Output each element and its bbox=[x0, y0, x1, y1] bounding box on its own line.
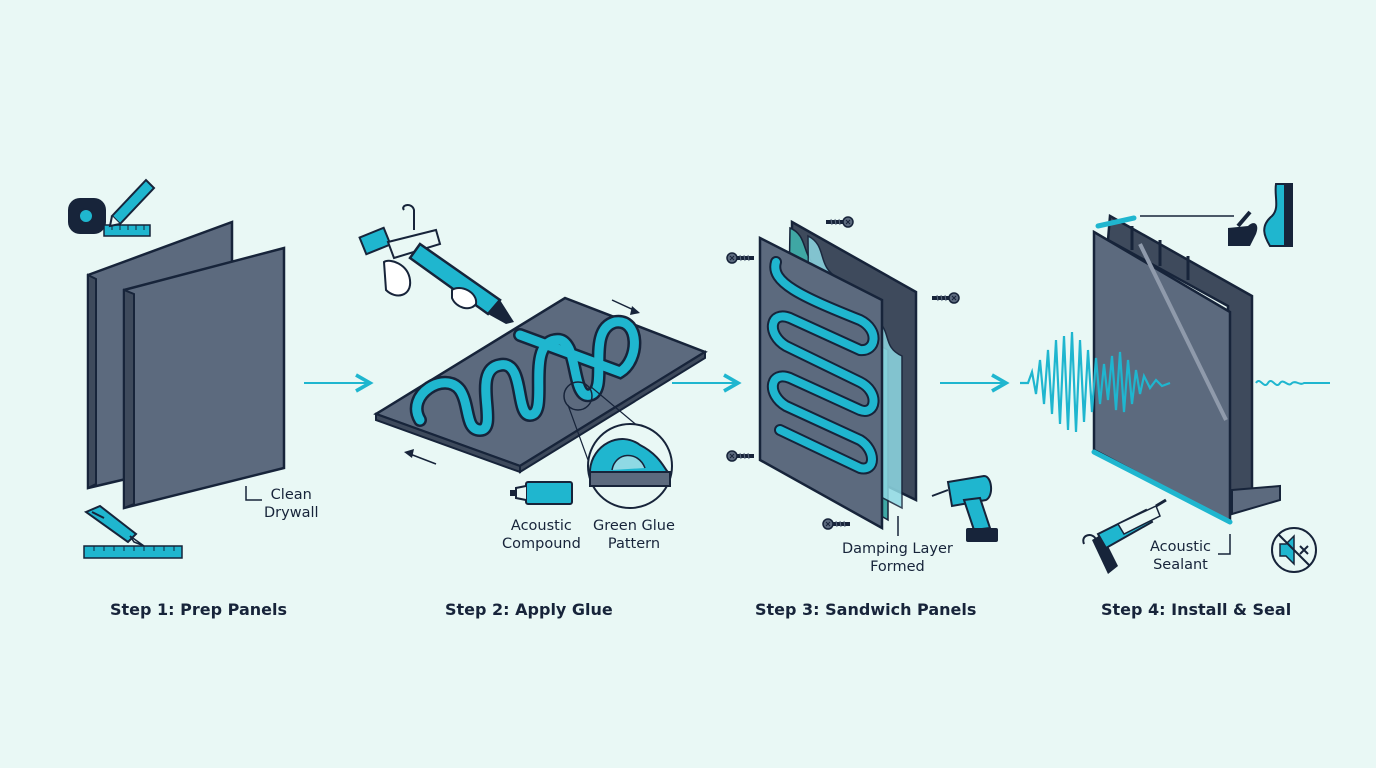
step4-title: Step 4: Install & Seal bbox=[1101, 600, 1292, 619]
mute-icon bbox=[1271, 527, 1317, 573]
sound-wave-icon bbox=[1020, 331, 1171, 433]
note-damping-layer: Damping Layer Formed bbox=[842, 541, 953, 575]
note-acoustic-compound: Acoustic Compound bbox=[502, 518, 581, 552]
note-acoustic-sealant: Acoustic Sealant bbox=[1150, 539, 1211, 573]
glue-tube-icon bbox=[510, 481, 573, 505]
sound-wave-icon bbox=[1255, 380, 1330, 386]
trowel-icon bbox=[1228, 183, 1293, 247]
pencil-icon bbox=[108, 178, 156, 228]
caulk-gun-icon bbox=[358, 204, 514, 324]
step4-illustration bbox=[1020, 183, 1330, 574]
note-clean-drywall: Clean Drywall bbox=[264, 487, 319, 521]
utility-knife-icon bbox=[83, 504, 145, 547]
step1-illustration bbox=[68, 178, 286, 559]
tape-measure-icon bbox=[68, 198, 151, 237]
step1-title: Step 1: Prep Panels bbox=[110, 600, 287, 619]
ruler-icon bbox=[83, 545, 183, 559]
note-green-glue-pattern: Green Glue Pattern bbox=[593, 518, 675, 552]
caulk-gun-icon bbox=[1082, 498, 1167, 574]
zoom-detail bbox=[587, 423, 673, 509]
step3-title: Step 3: Sandwich Panels bbox=[755, 600, 977, 619]
step3-illustration bbox=[725, 215, 998, 542]
step2-illustration bbox=[358, 204, 708, 509]
step2-title: Step 2: Apply Glue bbox=[445, 600, 613, 619]
drill-icon bbox=[931, 474, 998, 542]
